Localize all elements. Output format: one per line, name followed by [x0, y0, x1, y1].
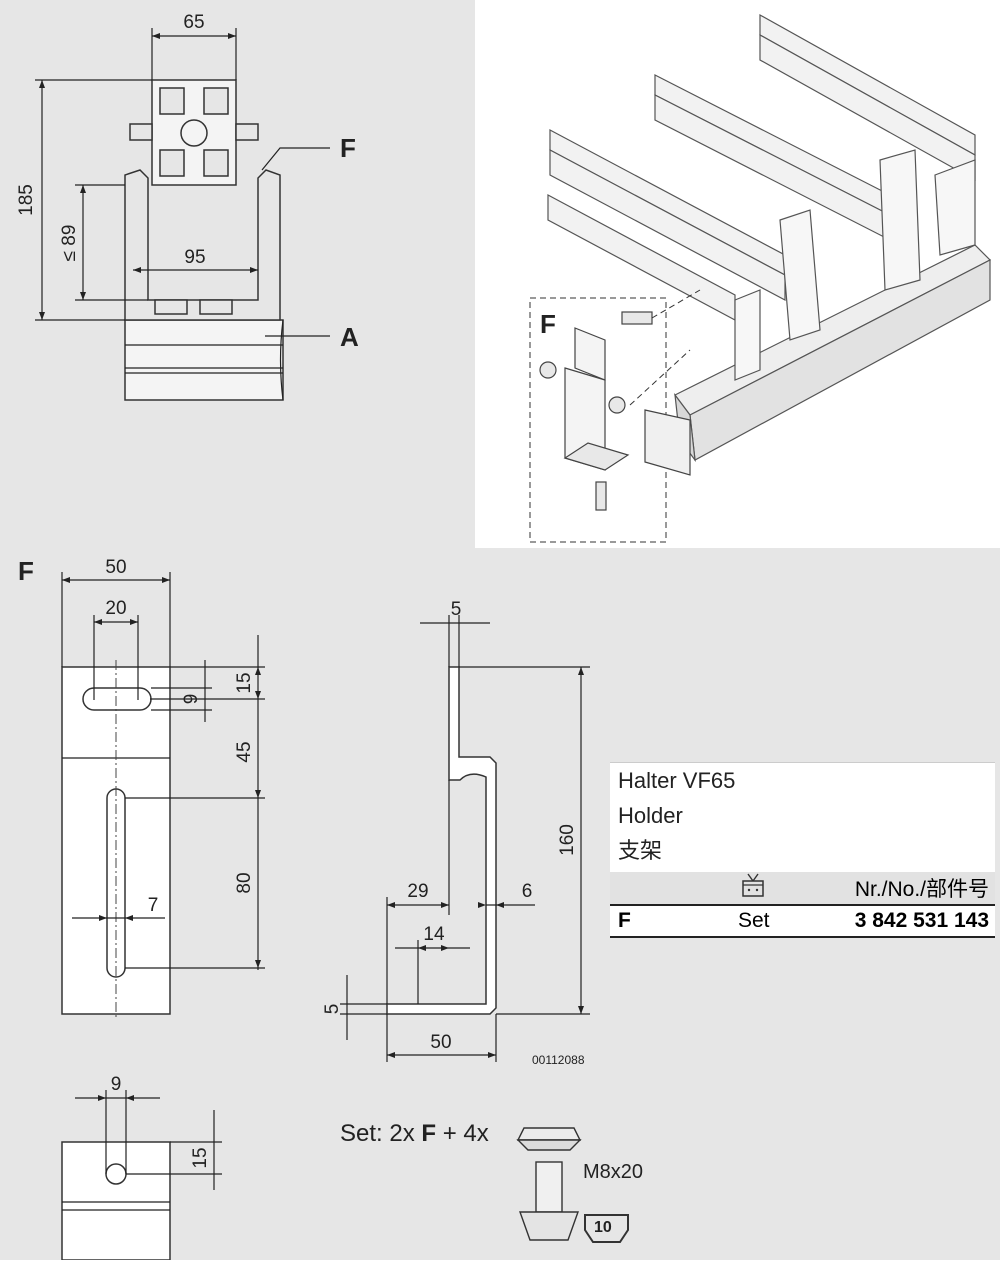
set-prefix: Set: 2x: [340, 1120, 421, 1147]
dim-9-detail: 9: [111, 1074, 122, 1095]
drawing-number: 00112088: [532, 1053, 585, 1067]
label-a: A: [340, 322, 359, 352]
part-f-side-view: 5 160 29 6 14 5 50 001: [322, 599, 590, 1067]
holder-profile: [386, 666, 497, 1015]
table-row: F Set 3 842 531 143: [610, 904, 995, 938]
label-f-top: F: [340, 133, 356, 163]
dim-7-front: 7: [148, 895, 159, 916]
table-header: Nr./No./部件号: [610, 872, 995, 904]
svg-text:Set: 2x F + 4x: Set: 2x F + 4x: [340, 1120, 489, 1147]
wrench-icon: [584, 1214, 629, 1243]
set-part: F: [421, 1120, 436, 1147]
dim-95: 95: [184, 247, 205, 268]
order-table: Halter VF65 Holder 支架 Nr./No./部件号 F Set …: [610, 762, 995, 938]
dim-15-detail: 15: [190, 1147, 211, 1168]
dim-45-front: 45: [234, 741, 255, 762]
dim-5-top: 5: [451, 599, 462, 620]
dim-50-front: 50: [105, 557, 126, 578]
dim-5-left: 5: [322, 1004, 343, 1015]
dim-160: 160: [557, 824, 578, 856]
dim-14: 14: [423, 924, 445, 945]
title-zh: 支架: [618, 838, 663, 863]
dim-15-front: 15: [234, 672, 255, 693]
wrench-size: 10: [594, 1219, 612, 1236]
title-en: Holder: [618, 803, 683, 828]
row-unit: Set: [738, 909, 770, 932]
col-header-number: Nr./No./部件号: [854, 878, 989, 901]
dim-185: 185: [16, 184, 37, 216]
label-f-iso: F: [540, 309, 556, 339]
dim-29: 29: [407, 881, 428, 902]
isometric-assembly: F: [529, 13, 992, 543]
assembly-front-view: 65 185 ≤ 89 95 F A: [16, 12, 359, 401]
dim-89: ≤ 89: [59, 225, 80, 262]
part-f-detail-view: 9 15: [61, 1074, 222, 1261]
dim-20-front: 20: [105, 598, 126, 619]
set-suffix: + 4x: [436, 1120, 489, 1147]
package-icon: [738, 871, 818, 905]
row-number: 3 842 531 143: [854, 909, 989, 932]
holder-f-section: [124, 169, 281, 321]
dim-80-front: 80: [234, 872, 255, 893]
screw-size: M8x20: [583, 1161, 643, 1183]
part-f-front-view: F 50 20 15 45 80 9: [18, 556, 265, 1020]
set-contents: Set: 2x F + 4x M8x20 10: [340, 1120, 643, 1243]
dim-50-side: 50: [430, 1032, 451, 1053]
label-f-part: F: [18, 556, 34, 586]
row-part: F: [618, 909, 631, 932]
dim-6: 6: [522, 881, 533, 902]
profile-a: [124, 319, 284, 401]
title-de: Halter VF65: [618, 768, 736, 793]
dim-65: 65: [183, 12, 204, 33]
dim-9-front: 9: [181, 694, 202, 705]
